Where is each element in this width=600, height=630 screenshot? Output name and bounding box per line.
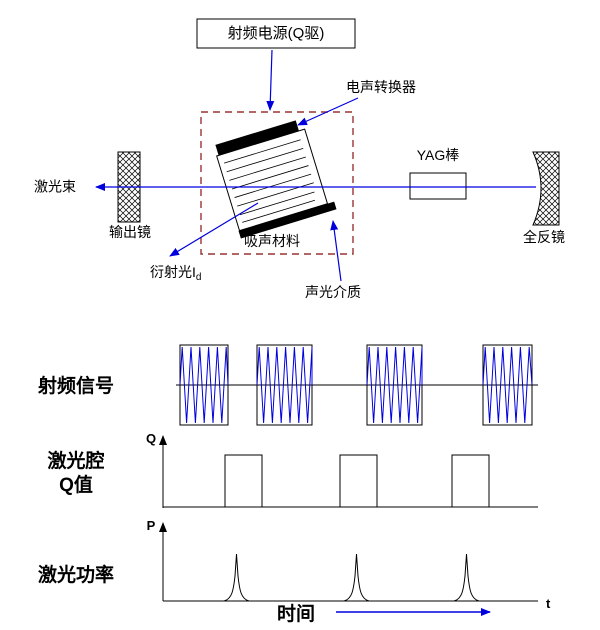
ao-cell-dashed-box xyxy=(200,111,354,255)
transducer-callout-arrow xyxy=(297,97,359,126)
rf-burst-wave xyxy=(256,346,313,424)
rf-burst-wave xyxy=(482,346,533,424)
q-pulse xyxy=(224,454,263,508)
ao-component xyxy=(215,120,337,239)
rf-trace-label: 射频信号 xyxy=(37,374,114,397)
transducer-label: 电声转换器 xyxy=(346,79,416,95)
rf-source-label: 射频电源(Q驱) xyxy=(228,25,325,42)
total-reflector-mirror xyxy=(532,151,560,226)
rf-burst-wave xyxy=(179,346,229,424)
power-spike xyxy=(453,553,480,602)
q-pulse xyxy=(451,454,490,508)
rf-burst-group xyxy=(179,344,533,426)
power-spike xyxy=(343,553,370,602)
diffracted-beam-label: 衍射光Id xyxy=(150,264,201,283)
rf-burst-wave xyxy=(366,346,423,424)
cavity-label-line2: Q值 xyxy=(59,473,93,496)
cavity-label-line1: 激光腔 xyxy=(47,449,104,472)
output-mirror-label: 输出镜 xyxy=(109,224,151,240)
total-reflector-label: 全反镜 xyxy=(523,229,565,245)
acoustic-wavefront-lines xyxy=(223,139,316,223)
laser-beam-label: 激光束 xyxy=(34,179,76,195)
ao-medium-callout-arrow xyxy=(330,220,342,282)
q-pulse-group xyxy=(224,454,490,508)
yag-rod-label: YAG棒 xyxy=(417,147,460,163)
q-pulse xyxy=(339,454,378,508)
rf-drive-arrow xyxy=(266,49,275,111)
absorber-label: 吸声材料 xyxy=(244,233,300,249)
power-spike-group xyxy=(223,553,480,602)
q-axis-label: Q xyxy=(146,431,156,446)
power-spike xyxy=(223,553,250,602)
transducer-bar xyxy=(215,120,299,156)
time-label: 时间 xyxy=(277,603,315,625)
absorber-bar xyxy=(238,201,337,239)
rf-source-box xyxy=(196,18,356,49)
yag-rod xyxy=(409,172,467,200)
t-axis-label: t xyxy=(546,596,551,611)
diffracted-beam-arrow xyxy=(169,202,259,257)
ao-medium-label: 声光介质 xyxy=(305,284,361,300)
power-trace-label: 激光功率 xyxy=(38,563,114,586)
p-axis-label: P xyxy=(147,518,156,533)
